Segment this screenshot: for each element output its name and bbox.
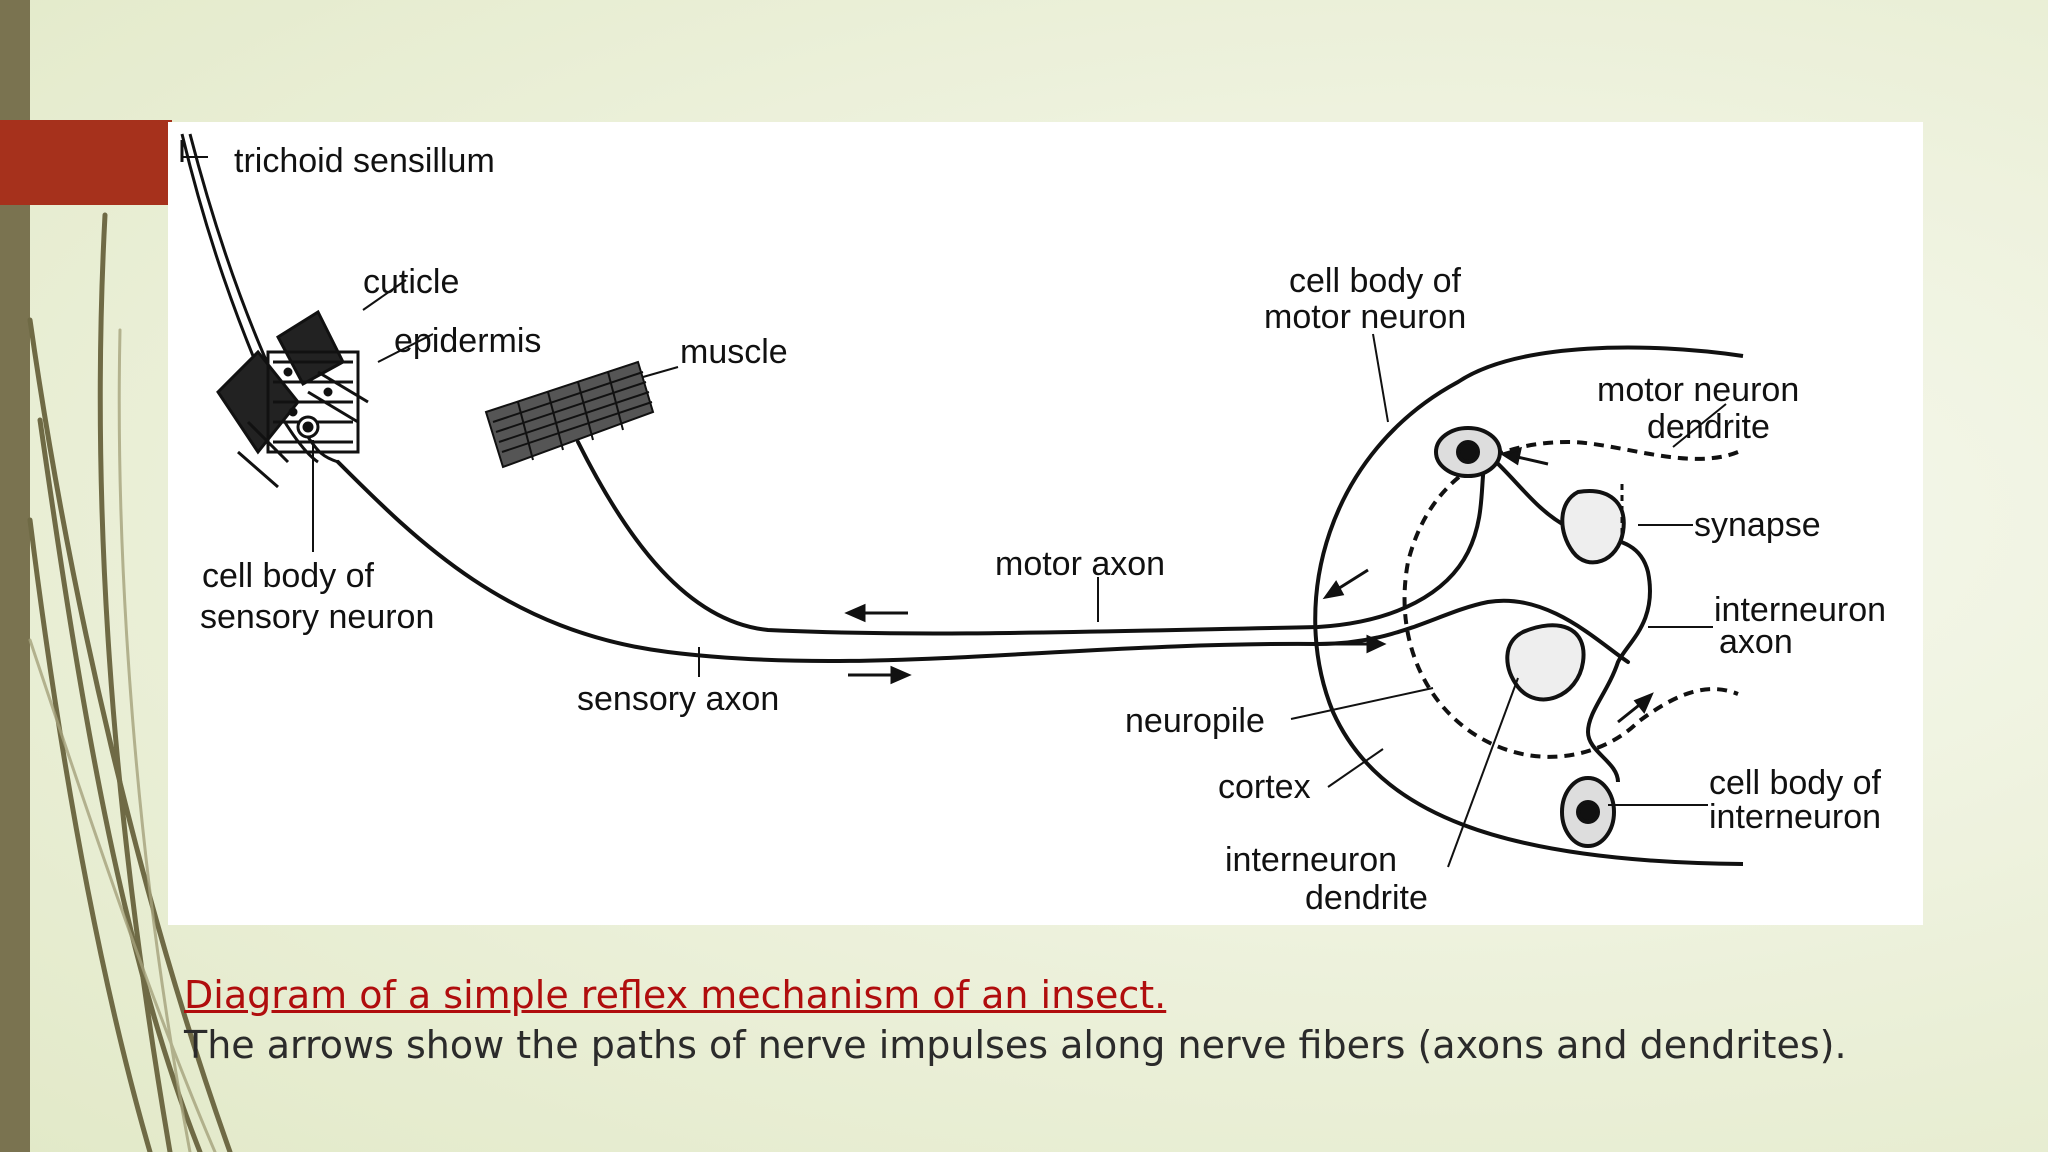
arrow-left-icon (844, 603, 908, 623)
label-cell-body-inter-line2: interneuron (1709, 798, 1881, 836)
label-cell-body-inter-line1: cell body of (1709, 764, 1882, 802)
caption-title-link[interactable]: Diagram of a simple reflex mechanism of … (184, 973, 1167, 1017)
label-motor-dendrite-line1: motor neuron (1597, 371, 1799, 409)
label-cortex: cortex (1218, 768, 1311, 806)
label-interneuron-axon-line2: axon (1719, 623, 1793, 661)
label-muscle: muscle (680, 333, 788, 371)
label-cell-body-sensory-line1: cell body of (202, 557, 375, 595)
label-sensory-axon: sensory axon (577, 680, 779, 718)
label-cell-body-motor-line1: cell body of (1289, 262, 1462, 300)
caption-description: The arrows show the paths of nerve impul… (184, 1023, 1847, 1067)
diagram-panel: trichoid sensillum cuticle epidermis mus… (168, 122, 1923, 925)
label-motor-axon: motor axon (995, 545, 1165, 583)
label-leader-lines (182, 156, 1727, 868)
arrow-left-icon (1499, 446, 1549, 466)
label-cell-body-motor-line2: motor neuron (1264, 298, 1466, 336)
arrow-down-left-icon (1322, 568, 1369, 600)
label-interneuron-dendrite-line1: interneuron (1225, 841, 1397, 879)
sensory-axon-path (336, 460, 1630, 664)
label-synapse: synapse (1694, 506, 1821, 544)
label-cuticle: cuticle (363, 263, 459, 301)
arrow-right-icon (848, 665, 912, 685)
slide-caption: Diagram of a simple reflex mechanism of … (184, 970, 1944, 1070)
reflex-diagram: trichoid sensillum cuticle epidermis mus… (180, 133, 1886, 917)
grass-decoration (27, 212, 233, 1152)
ganglion-neuropile-outline (1402, 439, 1739, 759)
motor-axon-path (576, 440, 1490, 636)
label-epidermis: epidermis (394, 322, 541, 360)
impulse-arrows (844, 446, 1654, 724)
label-interneuron-dendrite-line2: dendrite (1305, 879, 1428, 917)
nerve-fibers (336, 440, 1630, 664)
ganglion-cortex-outline (1313, 345, 1744, 866)
ganglion-illustration (1313, 345, 1744, 866)
muscle-illustration (484, 360, 655, 469)
label-neuropile: neuropile (1125, 702, 1265, 740)
label-motor-dendrite-line2: dendrite (1647, 408, 1770, 446)
label-cell-body-sensory-line2: sensory neuron (200, 598, 434, 636)
arrow-up-right-icon (1617, 692, 1654, 724)
label-trichoid-sensillum: trichoid sensillum (234, 142, 495, 180)
label-interneuron-axon-line1: interneuron (1714, 591, 1886, 629)
sensory-receptor-illustration (180, 133, 369, 489)
arrow-right-icon (1333, 634, 1387, 654)
slide-accent-block (0, 120, 172, 205)
